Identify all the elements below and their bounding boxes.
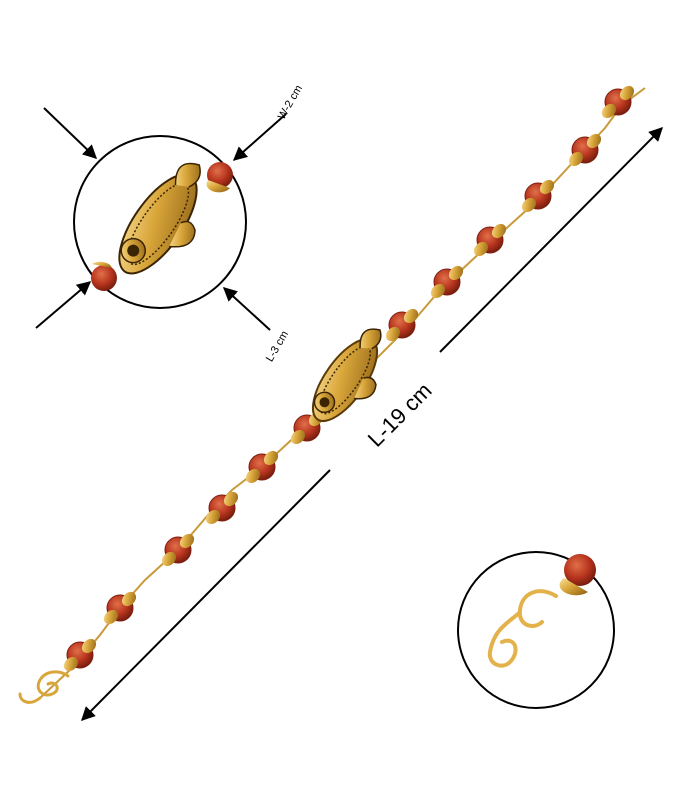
length-arrow-lower bbox=[81, 469, 331, 721]
rudraksha-bead bbox=[430, 265, 464, 299]
pendant-zoom-icon bbox=[118, 162, 201, 275]
pendant-length-label: L-3 cm bbox=[264, 329, 291, 364]
rudraksha-bead bbox=[568, 133, 602, 167]
s-hook-clasp-icon bbox=[18, 670, 70, 704]
rudraksha-bead bbox=[521, 179, 555, 213]
rudraksha-bead bbox=[245, 450, 279, 484]
width-arrow-right bbox=[232, 113, 287, 161]
rudraksha-bead bbox=[63, 638, 97, 672]
rudraksha-bead bbox=[601, 85, 635, 119]
width-arrow-left bbox=[43, 107, 98, 159]
rudraksha-bead bbox=[103, 591, 137, 625]
rudraksha-bead bbox=[385, 308, 419, 342]
pendant-length-arrow-left bbox=[35, 281, 92, 329]
pendant-width-label: W-2 cm bbox=[276, 83, 305, 122]
rudraksha-bead bbox=[473, 223, 507, 257]
rudraksha-bead bbox=[161, 533, 195, 567]
rudraksha-bead bbox=[205, 491, 239, 525]
pendant-detail-callout bbox=[73, 135, 247, 309]
pendant-length-arrow-right bbox=[222, 287, 271, 331]
s-hook-zoom-icon bbox=[487, 589, 558, 668]
hook-detail-callout bbox=[457, 551, 615, 709]
length-arrow-upper bbox=[439, 127, 663, 353]
bead-group bbox=[63, 85, 635, 672]
peacock-pendant-icon bbox=[311, 328, 382, 422]
